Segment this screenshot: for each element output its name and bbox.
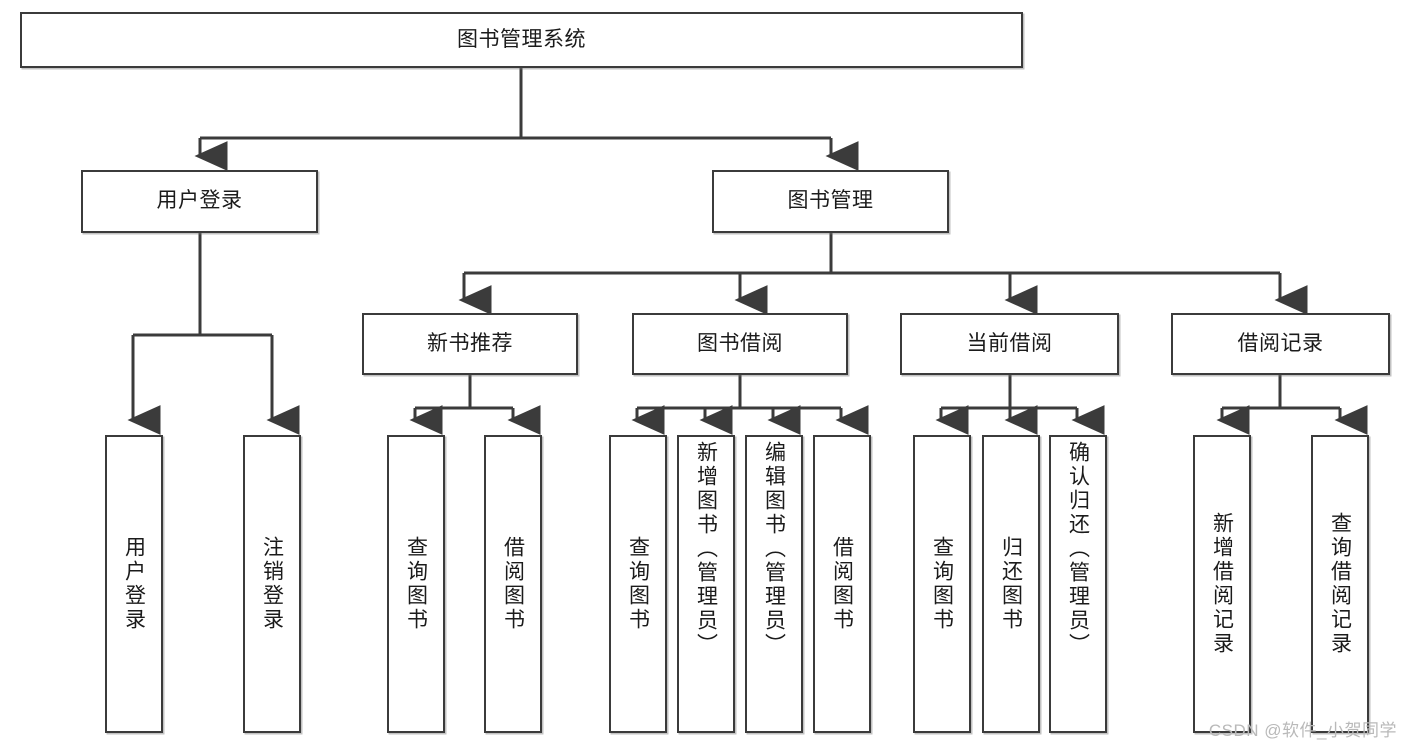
node-book-borrow-label: 图书借阅 — [697, 331, 783, 355]
node-leaf-add-record[interactable]: 新增借阅记录 — [1193, 435, 1251, 733]
node-leaf-logout-login-label: 注销登录 — [260, 536, 284, 632]
node-leaf-confirm-return-label: 确认归还（管理员） — [1066, 441, 1090, 657]
node-book-borrow[interactable]: 图书借阅 — [632, 313, 848, 375]
node-current-borrow-label: 当前借阅 — [966, 331, 1053, 355]
node-leaf-add-book[interactable]: 新增图书（管理员） — [677, 435, 735, 733]
node-leaf-add-book-label: 新增图书（管理员） — [694, 441, 718, 657]
node-leaf-query-book-2[interactable]: 查询图书 — [609, 435, 667, 733]
node-leaf-user-login[interactable]: 用户登录 — [105, 435, 163, 733]
node-leaf-user-login-label: 用户登录 — [122, 536, 146, 632]
node-leaf-borrow-book-1[interactable]: 借阅图书 — [484, 435, 542, 733]
node-borrow-record-label: 借阅记录 — [1237, 331, 1324, 355]
node-user-login-label: 用户登录 — [156, 189, 243, 213]
node-user-login[interactable]: 用户登录 — [81, 170, 318, 233]
node-leaf-query-book-3[interactable]: 查询图书 — [913, 435, 971, 733]
node-new-book-rec-label: 新书推荐 — [427, 331, 513, 355]
node-leaf-borrow-book-2-label: 借阅图书 — [830, 536, 854, 632]
node-leaf-query-record-label: 查询借阅记录 — [1328, 512, 1352, 656]
node-leaf-logout-login[interactable]: 注销登录 — [243, 435, 301, 733]
node-book-manage[interactable]: 图书管理 — [712, 170, 949, 233]
node-leaf-return-book[interactable]: 归还图书 — [982, 435, 1040, 733]
node-leaf-add-record-label: 新增借阅记录 — [1210, 512, 1234, 656]
node-leaf-edit-book[interactable]: 编辑图书（管理员） — [745, 435, 803, 733]
node-leaf-confirm-return[interactable]: 确认归还（管理员） — [1049, 435, 1107, 733]
node-root-label: 图书管理系统 — [457, 27, 586, 51]
node-leaf-return-book-label: 归还图书 — [999, 536, 1023, 632]
node-leaf-edit-book-label: 编辑图书（管理员） — [762, 441, 786, 657]
node-leaf-query-book-1[interactable]: 查询图书 — [387, 435, 445, 733]
node-current-borrow[interactable]: 当前借阅 — [900, 313, 1119, 375]
node-borrow-record[interactable]: 借阅记录 — [1171, 313, 1390, 375]
node-leaf-query-record[interactable]: 查询借阅记录 — [1311, 435, 1369, 733]
node-leaf-query-book-3-label: 查询图书 — [930, 536, 954, 632]
node-root[interactable]: 图书管理系统 — [20, 12, 1023, 68]
node-leaf-borrow-book-1-label: 借阅图书 — [501, 536, 525, 632]
csdn-watermark: CSDN @软件_小贺同学 — [1208, 721, 1397, 740]
node-new-book-rec[interactable]: 新书推荐 — [362, 313, 578, 375]
node-book-manage-label: 图书管理 — [787, 189, 874, 213]
node-leaf-query-book-1-label: 查询图书 — [404, 536, 428, 632]
node-leaf-borrow-book-2[interactable]: 借阅图书 — [813, 435, 871, 733]
node-leaf-query-book-2-label: 查询图书 — [626, 536, 650, 632]
